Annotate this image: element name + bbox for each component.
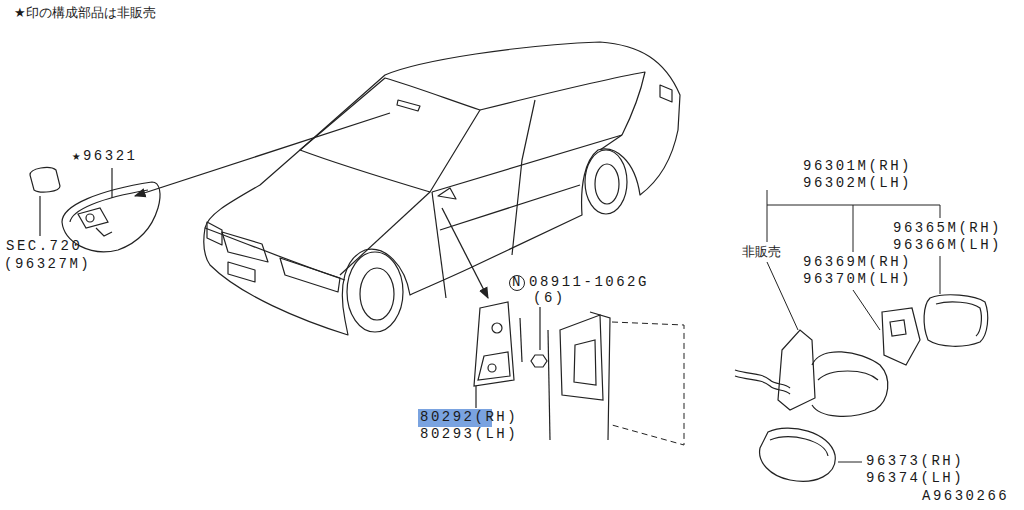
- car-body: [300, 78, 480, 192]
- car-body: [512, 100, 535, 255]
- car-body: [432, 135, 622, 192]
- inner-mirror: [30, 168, 60, 193]
- car-body: [204, 42, 680, 335]
- mirror-bracket: [539, 307, 540, 350]
- door-mirror: [924, 295, 988, 346]
- mirror-bracket: [475, 386, 476, 408]
- mirror-bracket: [474, 302, 547, 408]
- door-mirror: [735, 376, 790, 394]
- part-number: 96369M(RH): [803, 254, 912, 270]
- mirror-bracket: [474, 302, 514, 386]
- leader-line: [767, 190, 768, 205]
- car-body: [222, 232, 268, 262]
- note-text: ★印の構成部品は非販売: [14, 6, 156, 21]
- car-body: [228, 262, 255, 282]
- door-frame: [548, 330, 550, 440]
- leader-line: [767, 262, 798, 330]
- inner-mirror: [96, 228, 112, 236]
- part-number: 80293(LH): [420, 426, 518, 442]
- section-ref: SEC.720: [6, 238, 82, 254]
- part-number: 96373(RH): [866, 453, 964, 469]
- door-mirror: [735, 295, 988, 481]
- car-body: [204, 42, 680, 335]
- car-body: [440, 185, 580, 230]
- part-number: 96302M(LH): [803, 175, 912, 191]
- door-frame: [560, 315, 603, 400]
- door-mirror: [770, 437, 828, 456]
- leader-line: [853, 290, 880, 330]
- dashed-guide: [612, 322, 684, 445]
- pointer-arrow: [135, 113, 488, 298]
- car-body: [432, 192, 446, 298]
- leader-line: [940, 205, 941, 218]
- door-mirror: [882, 308, 920, 365]
- mirror-bracket: [492, 323, 502, 333]
- part-number: 96301M(RH): [803, 158, 912, 174]
- quantity: (6): [533, 290, 566, 306]
- part-number: 96365M(RH): [893, 220, 1002, 236]
- part-number: (96327M): [4, 256, 91, 272]
- diagram-id: A9630266: [922, 488, 1009, 504]
- door-mirror: [778, 330, 815, 410]
- mirror-bracket: [520, 318, 522, 362]
- leader-line: [853, 205, 854, 252]
- car-body: [438, 188, 456, 199]
- car-body: [340, 192, 430, 275]
- door-mirror: [936, 302, 981, 336]
- car-body: [360, 268, 394, 320]
- door-mirror: [890, 320, 906, 336]
- leader-line: [838, 462, 862, 463]
- part-number: 96370M(LH): [803, 271, 912, 287]
- door-mirror: [812, 352, 888, 417]
- car-body: [595, 164, 619, 204]
- inner-mirror: [70, 190, 148, 222]
- inner-mirror: [39, 196, 40, 236]
- pointer-arrow: [135, 113, 390, 196]
- mirror-bracket: [531, 355, 547, 367]
- part-number: 80292(RH): [420, 409, 518, 425]
- door-mirror: [760, 428, 836, 481]
- car-body: [347, 252, 403, 332]
- leader-line: [767, 205, 768, 242]
- status-note: 非販売: [742, 245, 781, 260]
- part-number: 96374(LH): [866, 470, 964, 486]
- dashed-guide: [612, 322, 684, 445]
- circle-letter: N: [512, 274, 523, 290]
- inner-mirror: [78, 208, 108, 228]
- part-number: ★96321: [72, 148, 137, 164]
- door-frame: [590, 312, 610, 440]
- mirror-bracket: [478, 352, 510, 380]
- mirror-bracket: [488, 364, 496, 372]
- car-body: [585, 150, 627, 214]
- leader-line: [940, 256, 941, 294]
- car-body: [207, 222, 222, 245]
- car-body: [600, 135, 622, 150]
- car-body: [397, 100, 420, 111]
- door-mirror: [735, 370, 790, 388]
- door-frame: [574, 340, 596, 385]
- car-body: [660, 85, 672, 102]
- pointer-arrow: [442, 208, 488, 298]
- door-frame: [548, 312, 610, 440]
- inner-mirror: [111, 168, 112, 198]
- car-body: [480, 72, 645, 135]
- inner-mirror: [86, 214, 94, 222]
- door-mirror: [818, 371, 878, 380]
- part-number: 08911-1062G: [529, 274, 649, 290]
- part-number: 96366M(LH): [893, 237, 1002, 253]
- car-body: [280, 258, 340, 292]
